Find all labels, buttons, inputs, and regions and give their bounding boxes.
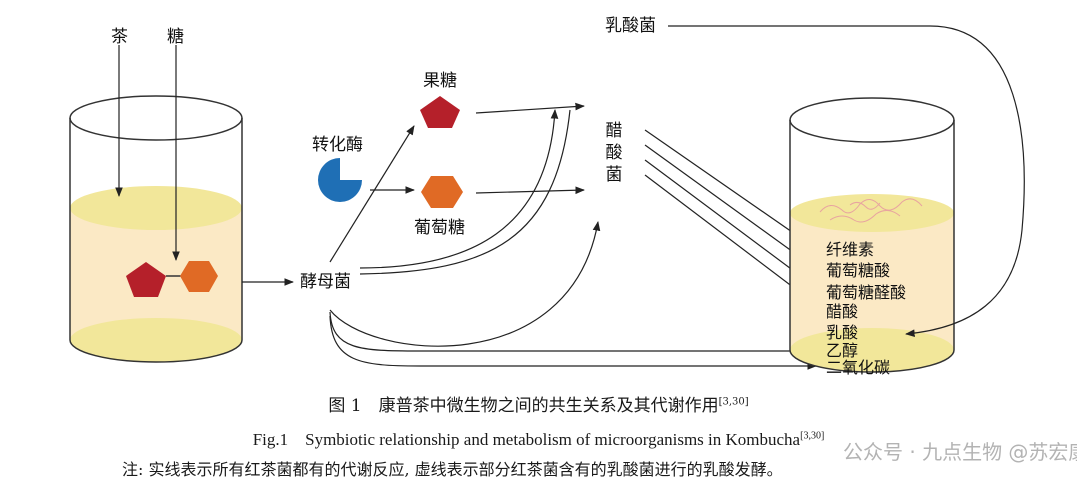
acetic-bacteria-char-2: 酸 bbox=[605, 143, 623, 163]
product-acetic-acid: 醋酸 bbox=[826, 302, 859, 321]
glucose-label: 葡萄糖 bbox=[414, 218, 465, 238]
caption-en-title: Fig.1 Symbiotic relationship and metabol… bbox=[252, 430, 801, 449]
caption-cn-ref: [3,30] bbox=[718, 396, 749, 408]
yeast-to-co2-arrow bbox=[329, 315, 817, 370]
kombucha-diagram bbox=[69, 25, 1025, 373]
yeast-to-ethanol-arrow bbox=[329, 311, 817, 355]
yeast-to-acetic-curve-2 bbox=[359, 109, 571, 275]
tea-label: 茶 bbox=[111, 27, 128, 47]
product-cellulose: 纤维素 bbox=[826, 240, 875, 259]
watermark: 公众号 · 九点生物 @苏宏康 bbox=[843, 440, 1077, 464]
product-carbon-dioxide: 二氧化碳 bbox=[826, 358, 891, 377]
yeast-to-fructose-arrow bbox=[329, 125, 415, 263]
glucose-unit-hexagon bbox=[180, 261, 218, 292]
invertase-label: 转化酶 bbox=[312, 135, 363, 155]
acetic-to-glucuronic-arrow bbox=[644, 159, 819, 290]
scoby-layer bbox=[790, 194, 954, 232]
left-beaker bbox=[69, 95, 243, 363]
figure-caption-english: Fig.1 Symbiotic relationship and metabol… bbox=[0, 425, 1077, 450]
figure-note: 注: 实线表示所有红茶菌都有的代谢反应, 虚线表示部分红茶菌含有的乳酸菌进行的乳… bbox=[122, 460, 783, 479]
glucose-to-acetic-arrow bbox=[475, 186, 585, 195]
figure-caption-chinese: 图 1 康普茶中微生物之间的共生关系及其代谢作用[3,30] bbox=[0, 391, 1077, 416]
yeast-to-acetic-curve-3 bbox=[329, 221, 601, 347]
invertase-icon bbox=[318, 158, 362, 202]
fructose-pentagon bbox=[420, 96, 460, 128]
acetic-bacteria-char-3: 菌 bbox=[605, 165, 623, 185]
acetic-bacteria-char-1: 醋 bbox=[605, 121, 623, 141]
glucose-hexagon bbox=[421, 176, 463, 208]
fructose-to-acetic-arrow bbox=[475, 102, 585, 114]
acetic-to-acetic-acid-arrow bbox=[644, 174, 819, 307]
fructose-label: 果糖 bbox=[423, 71, 457, 91]
lactic-bacteria-arrow bbox=[668, 25, 1025, 338]
caption-en-ref: [3,30] bbox=[800, 430, 825, 442]
product-glucuronic-acid: 葡萄糖醛酸 bbox=[826, 283, 907, 302]
caption-cn-title: 图 1 康普茶中微生物之间的共生关系及其代谢作用 bbox=[328, 396, 719, 416]
fructose-unit-pentagon bbox=[126, 262, 166, 297]
acetic-to-cellulose-arrow bbox=[644, 129, 819, 251]
product-gluconic-acid: 葡萄糖酸 bbox=[826, 261, 891, 280]
sucrose-molecule bbox=[126, 261, 218, 297]
scoby-strands bbox=[819, 198, 923, 223]
product-lactic-acid: 乳酸 bbox=[826, 323, 859, 342]
product-ethanol: 乙醇 bbox=[826, 341, 859, 360]
lactic-bacteria-label: 乳酸菌 bbox=[605, 16, 656, 36]
acetic-to-gluconic-arrow bbox=[644, 144, 819, 271]
sugar-label: 糖 bbox=[167, 27, 184, 47]
yeast-label: 酵母菌 bbox=[300, 272, 351, 292]
yeast-to-acetic-curve-1 bbox=[359, 109, 559, 269]
